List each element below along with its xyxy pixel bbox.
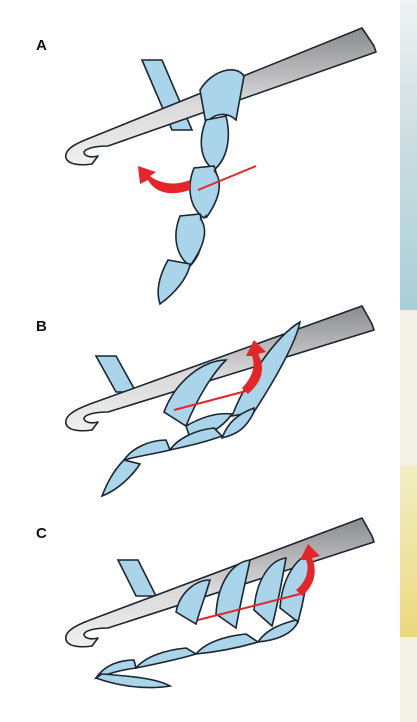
crochet-hook-icon xyxy=(66,518,374,647)
yarn-chain xyxy=(96,620,298,688)
yarn-chain xyxy=(158,116,228,304)
panel-a xyxy=(0,20,400,310)
yarn-back-strand xyxy=(96,356,136,392)
right-edge-yellow-strip xyxy=(400,465,417,637)
right-edge-blue-strip xyxy=(400,0,417,310)
panel-c xyxy=(0,510,400,722)
curved-arrow-icon xyxy=(138,166,190,193)
panel-b xyxy=(0,300,400,510)
yarn-loop xyxy=(200,70,244,124)
page: A xyxy=(0,0,400,722)
right-edge-cream-strip xyxy=(400,310,417,465)
right-edge-bottom-strip xyxy=(400,637,417,722)
yarn-back-strand xyxy=(118,560,156,596)
